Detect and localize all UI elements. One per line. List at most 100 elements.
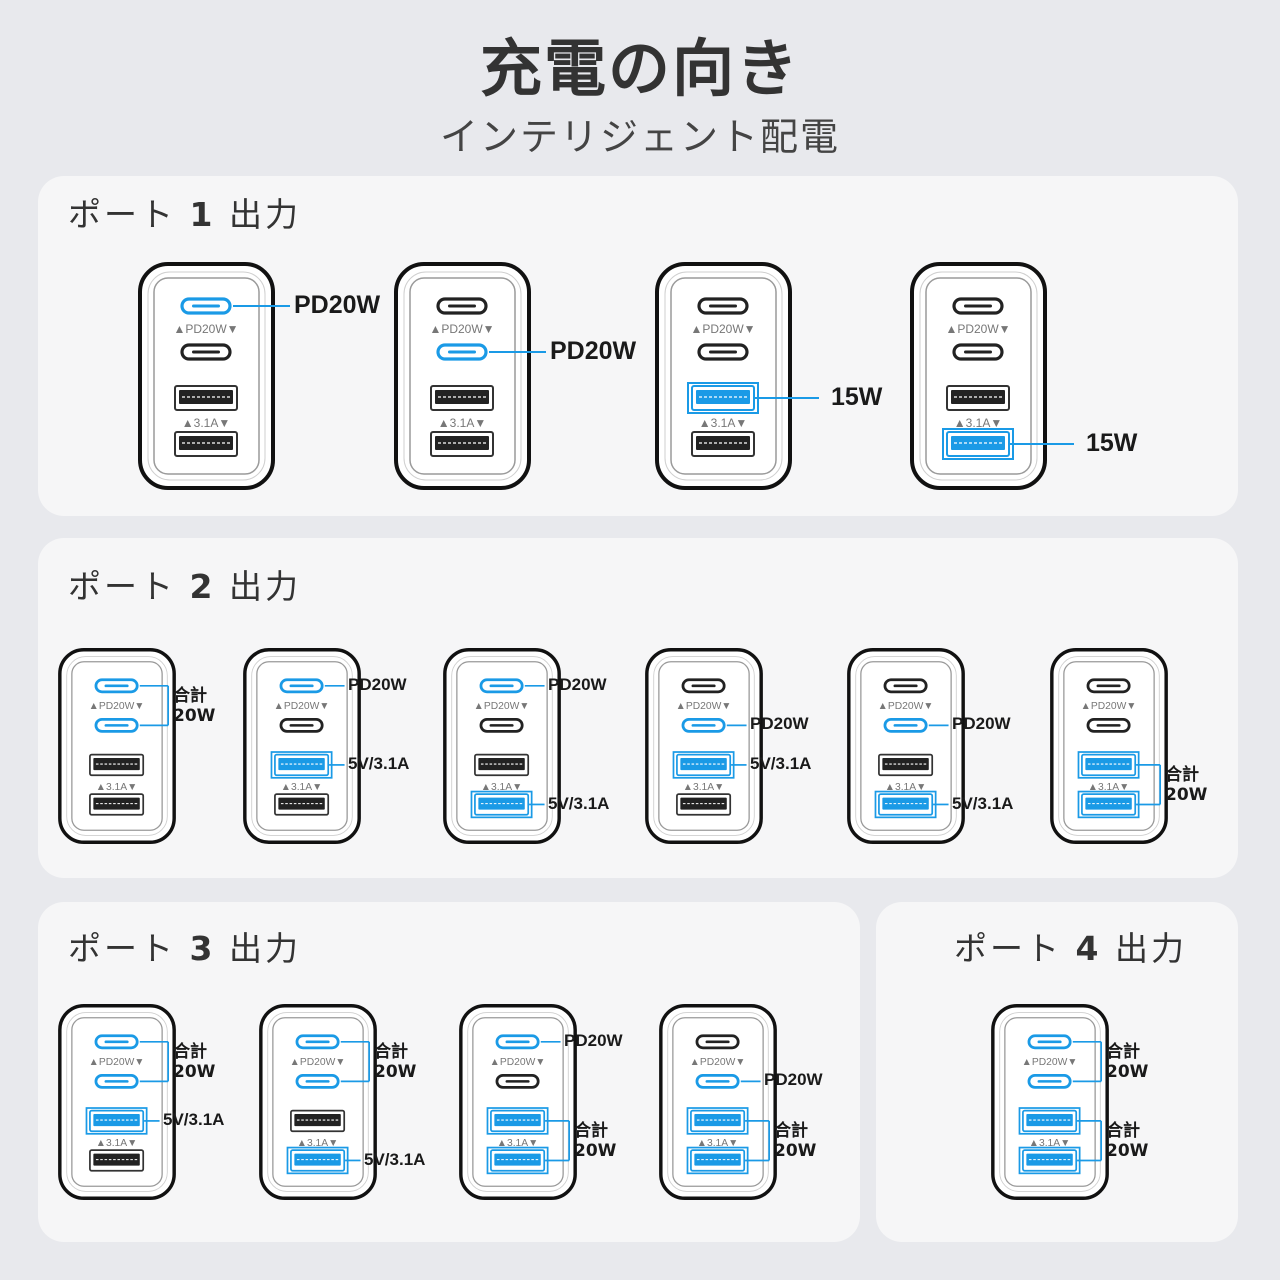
usb-a-port-2 bbox=[1022, 1149, 1078, 1172]
port-highlight bbox=[1077, 790, 1140, 819]
usb-a-port-2 bbox=[676, 793, 732, 816]
total-label-line2: 20W bbox=[173, 1062, 216, 1082]
charger-face bbox=[1063, 661, 1155, 831]
charger-diagram: ▲PD20W▼▲3.1A▼ bbox=[58, 648, 176, 844]
usb-a-port-1 bbox=[691, 385, 755, 411]
charger-face bbox=[409, 277, 516, 475]
port-highlight bbox=[270, 751, 333, 779]
charger-face bbox=[658, 661, 750, 831]
usb-c-port-2 bbox=[279, 717, 324, 733]
charger-face bbox=[672, 1017, 764, 1187]
usb-a-port-2 bbox=[89, 793, 145, 816]
label-5v-3-1a: 5V/3.1A bbox=[548, 794, 610, 813]
panel-title-port-3: ポート 3 出力 bbox=[68, 929, 301, 968]
usb-a-port-2 bbox=[946, 431, 1010, 457]
charger-diagram: ▲PD20W▼▲3.1A▼ bbox=[259, 1004, 377, 1200]
usb-a-port-caption: ▲3.1A▼ bbox=[481, 782, 523, 793]
usb-c-port-caption: ▲PD20W▼ bbox=[1022, 1057, 1078, 1068]
charger-diagram: ▲PD20W▼▲3.1A▼ bbox=[659, 1004, 777, 1200]
charger-bezel bbox=[451, 656, 553, 836]
label-pd20w: PD20W bbox=[550, 337, 637, 365]
usb-a-port-1 bbox=[490, 1109, 546, 1133]
usb-a-port-2 bbox=[878, 793, 934, 816]
usb-a-port-1 bbox=[1022, 1109, 1078, 1133]
charger-diagram: ▲PD20W▼▲3.1A▼ bbox=[645, 648, 763, 844]
usb-c-port-2 bbox=[180, 343, 232, 361]
usb-c-port-1 bbox=[883, 678, 928, 694]
charger-bezel bbox=[1058, 656, 1160, 836]
usb-a-port-1 bbox=[89, 753, 145, 777]
charger-bezel bbox=[664, 271, 783, 481]
total-label-line1: 合計 bbox=[574, 1121, 608, 1141]
usb-c-port-1 bbox=[94, 1034, 139, 1050]
label-pd20w: PD20W bbox=[952, 714, 1011, 733]
usb-a-port-2 bbox=[174, 431, 238, 457]
usb-c-port-caption: ▲PD20W▼ bbox=[173, 322, 238, 336]
charger-bezel bbox=[667, 1012, 769, 1192]
usb-a-port-caption: ▲3.1A▼ bbox=[1029, 1138, 1071, 1149]
usb-a-port-2 bbox=[690, 1149, 746, 1172]
total-label-line1: 合計 bbox=[1106, 1042, 1140, 1062]
label-pd20w: PD20W bbox=[348, 675, 407, 694]
charger-face bbox=[71, 661, 163, 831]
port-highlight bbox=[470, 790, 533, 819]
usb-c-port-1 bbox=[695, 1034, 740, 1050]
usb-c-port-caption: ▲PD20W▼ bbox=[474, 701, 530, 712]
usb-c-port-caption: ▲PD20W▼ bbox=[1081, 701, 1137, 712]
charger-bezel bbox=[855, 656, 957, 836]
charger-diagram: ▲PD20W▼ ▲3.1A▼ bbox=[443, 648, 561, 844]
usb-a-port-2 bbox=[490, 1149, 546, 1172]
usb-a-port-1 bbox=[474, 753, 530, 777]
charger-bezel bbox=[251, 656, 353, 836]
label-5v-3-1a: 5V/3.1A bbox=[364, 1150, 426, 1169]
label-15w: 15W bbox=[1086, 429, 1138, 457]
charger-face bbox=[153, 277, 260, 475]
usb-a-port-caption: ▲3.1A▼ bbox=[1088, 782, 1130, 793]
port-highlight bbox=[686, 1107, 749, 1135]
charger-diagram: ▲PD20W▼ ▲3.1A▼ bbox=[991, 1004, 1109, 1200]
usb-c-port-caption: ▲PD20W▼ bbox=[89, 1057, 145, 1068]
usb-a-port-2 bbox=[274, 793, 330, 816]
label-5v-3-1a: 5V/3.1A bbox=[348, 754, 410, 773]
charger-face bbox=[472, 1017, 564, 1187]
usb-a-port-caption: ▲3.1A▼ bbox=[96, 1138, 138, 1149]
usb-c-port-2 bbox=[1027, 1073, 1072, 1089]
total-label-line2: 20W bbox=[774, 1141, 817, 1161]
usb-c-port-caption: ▲PD20W▼ bbox=[290, 1057, 346, 1068]
usb-a-port-1 bbox=[690, 1109, 746, 1133]
usb-c-port-1 bbox=[1086, 678, 1131, 694]
page-subtitle: インテリジェント配電 bbox=[439, 115, 840, 159]
charger-diagram: ▲PD20W▼▲3.1A▼ bbox=[459, 1004, 577, 1200]
panel-title-port-2: ポート 2 出力 bbox=[68, 567, 301, 606]
port-highlight bbox=[1018, 1107, 1081, 1135]
usb-c-port-1 bbox=[1027, 1034, 1072, 1050]
usb-c-port-2 bbox=[479, 717, 524, 733]
charger-bezel bbox=[653, 656, 755, 836]
usb-a-port-2 bbox=[430, 431, 494, 457]
usb-c-port-1 bbox=[94, 678, 139, 694]
usb-c-port-2 bbox=[94, 1073, 139, 1089]
usb-a-port-caption: ▲3.1A▼ bbox=[497, 1138, 539, 1149]
usb-c-port-2 bbox=[697, 343, 749, 361]
usb-c-port-2 bbox=[1086, 717, 1131, 733]
charger-diagram: ▲PD20W▼▲3.1A▼ bbox=[394, 262, 546, 490]
usb-c-port-1 bbox=[295, 1034, 340, 1050]
total-label-line1: 合計 bbox=[173, 686, 207, 706]
usb-a-port-caption: ▲3.1A▼ bbox=[96, 782, 138, 793]
usb-c-port-1 bbox=[436, 297, 488, 315]
total-label-line1: 合計 bbox=[374, 1042, 408, 1062]
usb-a-port-caption: ▲3.1A▼ bbox=[281, 782, 323, 793]
port-highlight bbox=[486, 1107, 549, 1135]
charger-bezel bbox=[66, 656, 168, 836]
charger-bezel bbox=[467, 1012, 569, 1192]
usb-c-port-2 bbox=[436, 343, 488, 361]
charger-bezel bbox=[403, 271, 522, 481]
usb-a-port-2 bbox=[691, 431, 755, 457]
usb-a-port-2 bbox=[1081, 793, 1137, 816]
usb-a-port-1 bbox=[878, 753, 934, 777]
usb-c-port-caption: ▲PD20W▼ bbox=[878, 701, 934, 712]
usb-a-port-1 bbox=[430, 385, 494, 411]
